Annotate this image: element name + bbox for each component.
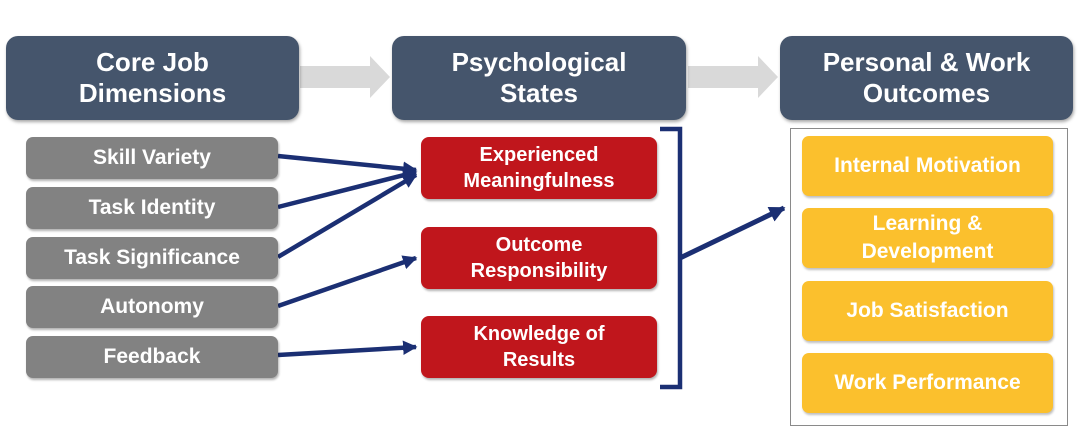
states-bracket	[660, 126, 683, 390]
dimension-skill-variety: Skill Variety	[26, 137, 278, 179]
arrow-feedback	[277, 340, 418, 358]
arrow-autonomy	[277, 255, 418, 309]
header-core-job-dimensions: Core Job Dimensions	[6, 36, 299, 120]
dimension-task-significance: Task Significance	[26, 237, 278, 279]
dimension-feedback: Feedback	[26, 336, 278, 378]
state-outcome-responsibility: Outcome Responsibility	[421, 227, 657, 289]
outcome-learning-development: Learning & Development	[802, 208, 1053, 268]
header-arrow-1	[300, 56, 390, 98]
outcome-internal-motivation: Internal Motivation	[802, 136, 1053, 196]
dimension-autonomy: Autonomy	[26, 286, 278, 328]
header-personal-work-outcomes: Personal & Work Outcomes	[780, 36, 1073, 120]
state-experienced-meaningfulness: Experienced Meaningfulness	[421, 137, 657, 199]
header-arrow-2	[688, 56, 778, 98]
arrow-task-significance	[276, 173, 418, 259]
arrow-skill-variety	[277, 153, 418, 176]
state-knowledge-of-results: Knowledge of Results	[421, 316, 657, 378]
dimension-task-identity: Task Identity	[26, 187, 278, 229]
outcome-job-satisfaction: Job Satisfaction	[802, 281, 1053, 341]
header-psychological-states: Psychological States	[392, 36, 686, 120]
outcome-work-performance: Work Performance	[802, 353, 1053, 413]
arrow-to-outcomes	[678, 205, 786, 261]
arrow-task-identity	[277, 168, 418, 210]
